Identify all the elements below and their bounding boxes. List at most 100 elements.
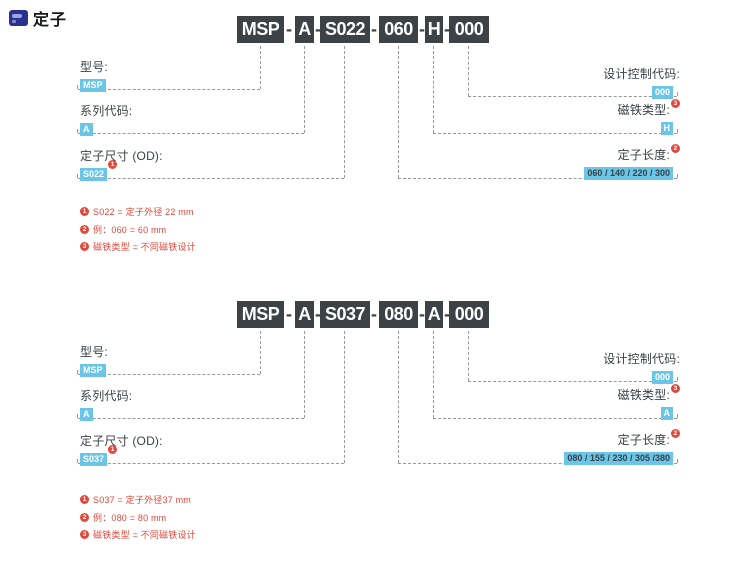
- connector-tick: [77, 459, 78, 463]
- field-model: 型号: MSP: [80, 60, 108, 93]
- field-model: 型号: MSP: [80, 345, 108, 378]
- footnote-marker: 3: [671, 99, 680, 108]
- page: 定子 MSP - A - S022 - 060 - H - 000: [9, 6, 680, 540]
- field-value: 060 / 140 / 220 / 300: [584, 167, 673, 180]
- code-segment-magnet: H: [425, 16, 443, 43]
- connector-tick: [77, 414, 78, 418]
- code-separator: -: [315, 304, 321, 324]
- code-diagram-section-2: MSP - A - S037 - 080 - A - 000 型号: MSP: [0, 285, 729, 570]
- connector-tick: [677, 459, 678, 463]
- footnote-number: 1: [80, 495, 89, 504]
- connector-line: [78, 89, 260, 90]
- connector-line: [433, 46, 434, 133]
- field-magnet-type: 磁铁类型:3 H: [618, 99, 680, 136]
- field-value: 000: [651, 86, 673, 99]
- field-label: 设计控制代码:: [603, 67, 680, 81]
- footnote: 1 S037 = 定子外径37 mm: [80, 493, 196, 506]
- code-segment-magnet: A: [425, 301, 443, 328]
- footnote-text: 磁铁类型 = 不同磁铁设计: [93, 530, 196, 540]
- footnote-marker: 1: [108, 445, 118, 454]
- connector-tick: [677, 174, 678, 178]
- footnote-number: 2: [80, 512, 89, 522]
- connector-line: [468, 46, 469, 96]
- field-value: S037: [80, 453, 108, 466]
- field-label: 定子长度:2: [584, 144, 680, 162]
- field-series-code: 系列代码: A: [80, 389, 132, 422]
- stator-icon-dot: [12, 20, 16, 23]
- field-value: H: [660, 122, 673, 135]
- code-separator: -: [419, 304, 425, 324]
- footnote: 3 磁铁类型 = 不同磁铁设计: [80, 528, 196, 541]
- code-segment-size: S022: [320, 16, 370, 43]
- connector-line: [344, 46, 345, 178]
- code-segment-model: MSP: [237, 16, 284, 43]
- field-value: S022: [80, 168, 108, 181]
- field-stator-size: 定子尺寸 (OD): S0371: [80, 434, 163, 467]
- footnote-text: S022 = 定子外径 22 mm: [93, 207, 194, 217]
- connector-line: [260, 46, 261, 89]
- connector-line: [304, 46, 305, 133]
- field-value: 000: [651, 371, 673, 384]
- connector-line: [304, 331, 305, 418]
- field-label: 系列代码:: [80, 389, 133, 403]
- field-value: A: [80, 408, 93, 421]
- field-label: 定子长度:2: [564, 429, 680, 447]
- connector-line: [468, 381, 677, 382]
- connector-tick: [677, 92, 678, 96]
- code-segment-design: 000: [449, 16, 489, 43]
- connector-tick: [677, 377, 678, 381]
- field-label: 定子尺寸 (OD):: [80, 149, 163, 163]
- code-segment-size: S037: [320, 301, 370, 328]
- field-label: 磁铁类型:3: [618, 99, 680, 117]
- field-magnet-type: 磁铁类型:3 A: [618, 384, 680, 421]
- connector-tick: [677, 129, 678, 133]
- code-separator: -: [315, 19, 321, 39]
- stator-icon: [9, 10, 28, 26]
- connector-line: [78, 133, 304, 134]
- code-separator: -: [286, 304, 292, 324]
- connector-line: [78, 463, 344, 464]
- footnote-marker: 2: [671, 144, 680, 153]
- footnote-number: 2: [80, 224, 89, 234]
- footnote: 2 例：080 = 80 mm: [80, 511, 196, 524]
- footnote-marker: 3: [671, 384, 680, 393]
- connector-line: [78, 374, 260, 375]
- footnote-number: 3: [80, 242, 89, 251]
- field-label: 型号:: [80, 345, 108, 359]
- field-label: 系列代码:: [80, 104, 133, 118]
- footnote-number: 3: [80, 530, 89, 539]
- connector-line: [78, 178, 344, 179]
- code-segment-design: 000: [449, 301, 489, 328]
- field-label: 磁铁类型:3: [618, 384, 680, 402]
- connector-line: [260, 331, 261, 374]
- connector-line: [433, 331, 434, 418]
- footnote-text: 磁铁类型 = 不同磁铁设计: [93, 242, 196, 252]
- code-diagram-section-1: MSP - A - S022 - 060 - H - 000 型号:: [77, 16, 680, 258]
- footnote-marker: 1: [108, 160, 118, 169]
- code-segment-length: 080: [379, 301, 418, 328]
- code-separator: -: [371, 304, 377, 324]
- connector-line: [433, 133, 677, 134]
- footnote-marker: 2: [671, 429, 680, 438]
- connector-line: [468, 331, 469, 381]
- footnote-text: S037 = 定子外径37 mm: [93, 495, 191, 505]
- connector-line: [468, 96, 677, 97]
- footnote-text: 例：080 = 80 mm: [93, 512, 167, 523]
- field-stator-size: 定子尺寸 (OD): S0221: [80, 149, 163, 182]
- connector-tick: [77, 370, 78, 374]
- field-value: 080 / 155 / 230 / 305 /380: [564, 452, 673, 465]
- connector-tick: [77, 85, 78, 89]
- field-series-code: 系列代码: A: [80, 104, 132, 137]
- connector-line: [433, 418, 677, 419]
- code-separator: -: [444, 19, 450, 39]
- field-design-control-code: 设计控制代码: 000: [603, 67, 680, 100]
- code-separator: -: [419, 19, 425, 39]
- code-segment-model: MSP: [237, 301, 284, 328]
- code-segment-length: 060: [379, 16, 418, 43]
- page-header: 定子: [9, 6, 67, 30]
- field-label: 定子尺寸 (OD):: [80, 434, 163, 448]
- code-separator: -: [286, 19, 292, 39]
